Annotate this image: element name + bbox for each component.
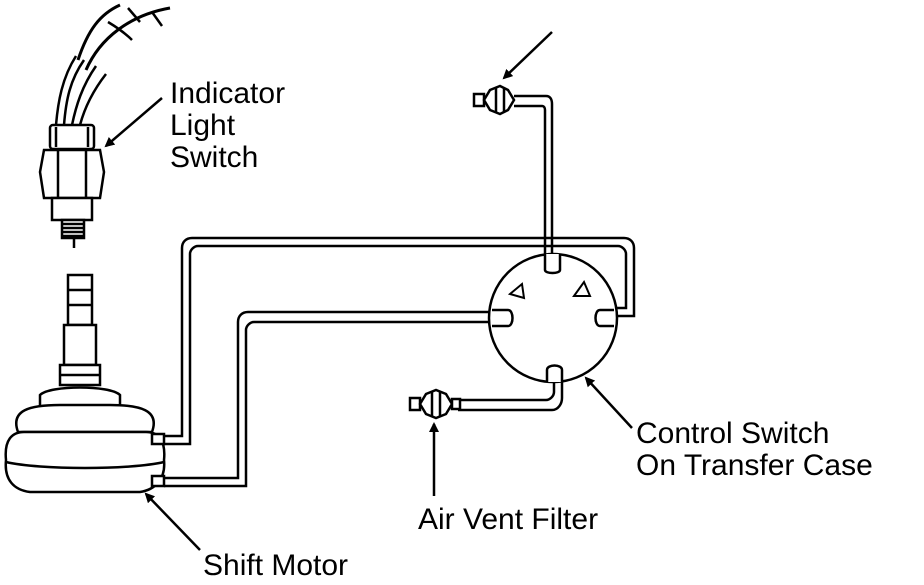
control-switch <box>489 254 617 382</box>
control-label-line-2: On Transfer Case <box>636 449 873 482</box>
indicator-switch-arrow <box>104 98 162 148</box>
shift-motor-label: Shift Motor <box>203 549 349 582</box>
control-label-line-1: Control Switch <box>636 417 830 450</box>
air-vent-filter-top <box>474 86 514 114</box>
leader-arrows <box>104 32 632 550</box>
indicator-label-line-1: Indicator <box>170 77 286 110</box>
vacuum-lines <box>164 96 634 486</box>
air-vent-filter-label: Air Vent Filter <box>418 503 599 536</box>
control-switch-arrow <box>584 376 632 428</box>
indicator-light-switch-label: Indicator Light Switch <box>170 78 285 174</box>
shift-motor <box>6 275 165 492</box>
indicator-light-switch <box>40 5 170 248</box>
shift-motor-arrow <box>144 492 200 550</box>
air-vent-filter-bottom <box>410 390 460 418</box>
top-vent-arrow <box>502 32 552 80</box>
indicator-label-line-2: Light <box>170 109 236 142</box>
indicator-label-line-3: Switch <box>170 141 259 174</box>
control-switch-label: Control Switch On Transfer Case <box>636 418 873 482</box>
